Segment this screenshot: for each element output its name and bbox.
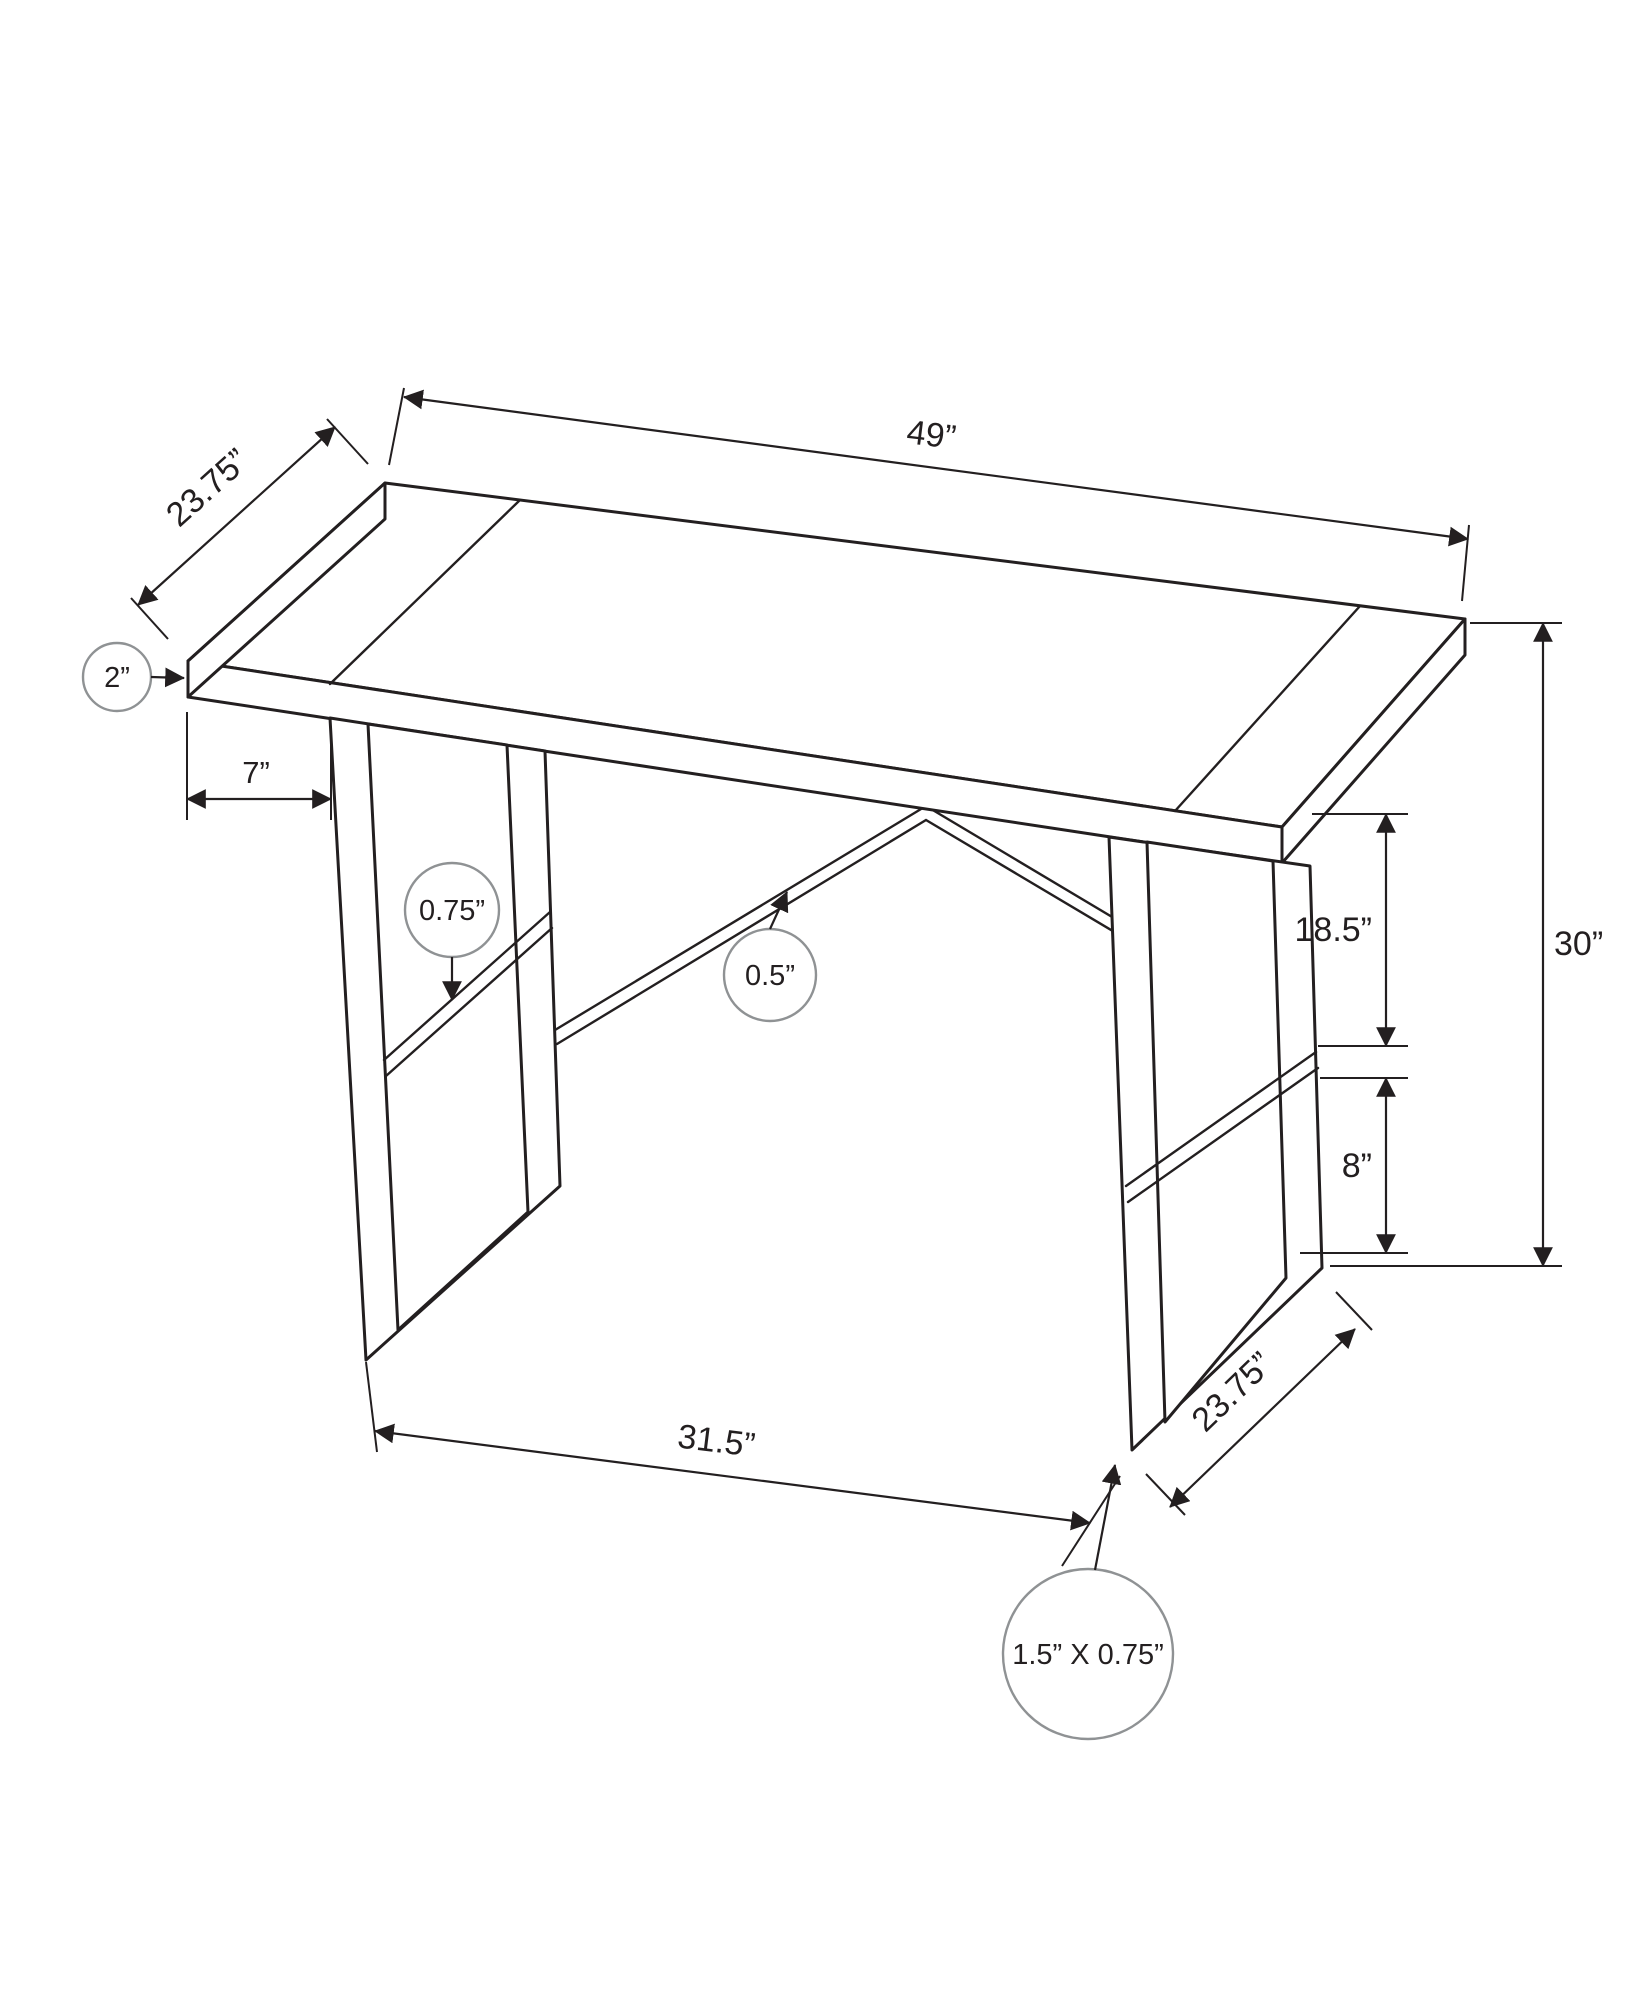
dim-label-top-length: 49” (905, 413, 958, 457)
dim-label-shelf-to-base: 8” (1342, 1147, 1372, 1185)
dimension-overall-height: 30” (1330, 622, 1603, 1267)
dimension-leg-span: 31.5” (365, 1361, 1121, 1567)
left-leg-shelf-bottom-edge (384, 926, 554, 1078)
desk-top-right-seam (1173, 604, 1362, 813)
callout-arrow (769, 891, 789, 930)
dim-label-leg-top-to-shelf: 18.5” (1295, 911, 1373, 949)
dim-label-top-thickness: 2” (104, 662, 130, 694)
dimension-line (137, 426, 336, 606)
dimension-line (374, 1423, 1091, 1531)
extension-line (130, 597, 169, 640)
callout-circle (1001, 1567, 1175, 1741)
dim-label-leg-tube-size: 1.5” X 0.75” (1012, 1639, 1164, 1671)
dim-label-crossbar-thickness: 0.5” (745, 960, 795, 992)
right-leg-shelf-bottom-edge (1126, 1066, 1320, 1204)
dimension-line (403, 389, 1469, 547)
callout-shelf-thickness: 0.75” (403, 861, 501, 1001)
dim-label-end-overhang: 7” (242, 755, 270, 790)
dimension-end-overhang: 7” (186, 712, 332, 820)
dimension-line (1169, 1328, 1356, 1508)
extension-line (1461, 524, 1470, 602)
right-leg-shelf-top-edge (1124, 1050, 1318, 1188)
callout-arrow (1093, 1464, 1122, 1571)
extension-line (365, 1361, 378, 1453)
callout-leg-tube-size: 1.5” X 0.75” (1001, 1464, 1175, 1741)
extension-line (1335, 1291, 1373, 1331)
desk-drawing (186, 481, 1467, 1452)
dim-label-leg-span: 31.5” (676, 1418, 758, 1465)
right-leg-inner (1145, 840, 1288, 1424)
dim-label-overall-height: 30” (1554, 925, 1603, 963)
callout-crossbar-thickness: 0.5” (722, 891, 818, 1023)
left-leg-shelf-top-edge (382, 910, 552, 1062)
extension-line (388, 387, 405, 466)
desk-top (186, 481, 1467, 865)
callout-arrow (150, 667, 185, 688)
right-leg-frame (1107, 835, 1324, 1452)
left-leg-inner (366, 722, 530, 1332)
dim-label-top-depth: 23.75” (159, 441, 256, 534)
dimension-leg-top-to-shelf: 18.5” (1295, 813, 1408, 1047)
extension-line (1145, 1473, 1186, 1516)
extension-line (326, 418, 369, 465)
dimension-shelf-to-base: 8” (1300, 1077, 1408, 1254)
callout-top-thickness: 2” (81, 641, 185, 713)
left-leg-frame (328, 716, 562, 1362)
dimension-top-length: 49” (388, 387, 1470, 602)
dim-label-shelf-thickness: 0.75” (419, 895, 485, 927)
